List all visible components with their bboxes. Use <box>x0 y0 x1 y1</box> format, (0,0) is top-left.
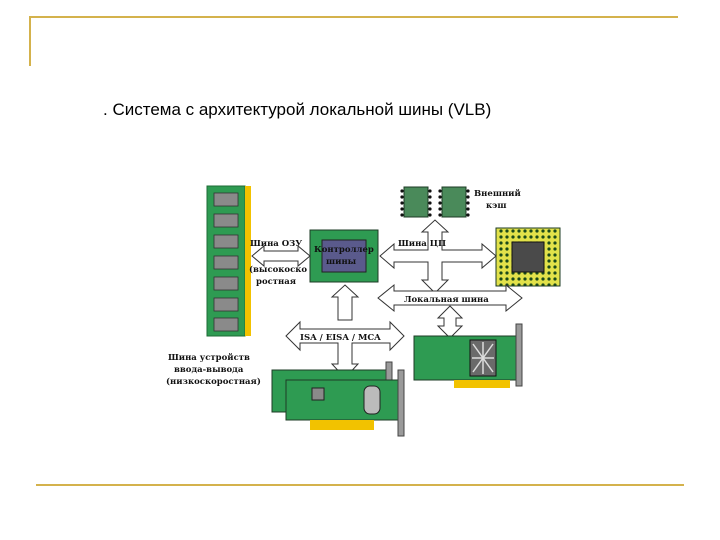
ram-bus-speed-line1: (высокоско <box>249 264 307 275</box>
local-bus-card <box>413 323 523 388</box>
external-cache-chips <box>400 186 470 218</box>
io-bus-label-line1: Шина устройств <box>168 352 250 363</box>
cache-label-line1: Внешний <box>474 188 521 199</box>
controller-label-line2: шины <box>326 257 357 267</box>
cache-label-line2: кэш <box>486 201 506 211</box>
io-bus-arrow <box>285 320 405 379</box>
controller-label-line1: Контроллер <box>314 245 374 255</box>
cpu-bus-label: Шина ЦП <box>398 239 446 249</box>
io-types-label: ISA / EISA / MCA <box>300 333 381 343</box>
slide-title: . Система с архитектурой локальной шины … <box>103 100 492 119</box>
bus-controller-chip <box>309 229 379 283</box>
controller-io-arrow <box>330 284 360 321</box>
local-bus-arrow <box>377 283 523 313</box>
top-border-line <box>30 16 678 18</box>
ram-bus-speed-line2: ростная <box>256 277 296 287</box>
local-bus-label: Локальная шина <box>404 295 489 305</box>
io-bus-label-line3: (низкоскоростная) <box>166 376 261 387</box>
ram-module <box>206 185 251 337</box>
cpu-chip <box>495 227 561 287</box>
ram-bus-label: Шина ОЗУ <box>250 239 302 249</box>
local-card-arrow <box>436 305 464 339</box>
ram-bus-arrow <box>251 244 311 268</box>
io-expansion-card-front <box>285 369 405 437</box>
io-bus-label-line2: ввода-вывода <box>174 365 244 375</box>
cpu-bus-cross-arrow <box>379 219 497 294</box>
bottom-border-line <box>36 484 684 486</box>
left-border-line <box>29 16 31 66</box>
